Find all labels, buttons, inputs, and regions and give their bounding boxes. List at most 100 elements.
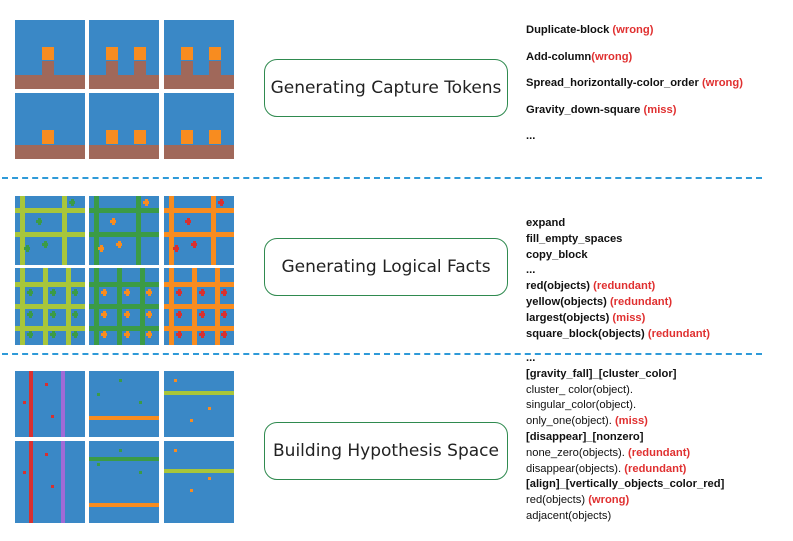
scatter-dot xyxy=(45,453,48,456)
motif xyxy=(103,311,106,318)
list-item-text: red(objects) xyxy=(526,280,594,293)
horizontal-bar xyxy=(164,469,234,473)
list-item: cluster_ color(object). xyxy=(526,383,724,399)
ground-strip xyxy=(164,75,234,89)
list-item-tag: (wrong) xyxy=(612,24,654,36)
scatter-dot xyxy=(208,407,211,410)
ground-strip xyxy=(164,145,234,159)
motif xyxy=(103,289,106,296)
horizontal-bar xyxy=(89,503,159,507)
motif xyxy=(52,331,55,338)
grid-line xyxy=(211,196,216,265)
motif xyxy=(52,311,55,318)
scatter-dot xyxy=(23,471,26,474)
list-item: Duplicate-block (wrong) xyxy=(526,23,743,50)
horizontal-bar xyxy=(164,391,234,395)
orange-block xyxy=(181,130,193,144)
purple-column xyxy=(61,371,65,437)
list-item-text: Duplicate-block xyxy=(526,24,613,36)
ground-strip xyxy=(15,145,85,159)
example-grid xyxy=(89,196,159,265)
scatter-dot xyxy=(119,449,122,452)
pillar xyxy=(134,61,146,75)
grid-line xyxy=(62,196,67,265)
motif xyxy=(178,331,181,338)
motif xyxy=(148,289,151,296)
example-grid xyxy=(164,441,234,523)
list-item: adjacent(objects) xyxy=(526,509,724,525)
list-item: largest(objects) (miss) xyxy=(526,311,710,327)
grid-line xyxy=(89,208,159,213)
motif xyxy=(26,245,29,252)
scatter-dot xyxy=(208,477,211,480)
motif xyxy=(126,289,129,296)
list-item: [align]_[vertically_objects_color_red] xyxy=(526,477,724,493)
scatter-dot xyxy=(139,471,142,474)
scatter-dot xyxy=(174,449,177,452)
list-item: ... xyxy=(526,129,743,156)
list-item: Gravity_down-square (miss) xyxy=(526,103,743,130)
motif xyxy=(29,289,32,296)
list-item-tag: (redundant) xyxy=(593,280,656,293)
stage-label: Generating Logical Facts xyxy=(281,257,491,277)
motif xyxy=(52,289,55,296)
list-item: disappear(objects). (redundant) xyxy=(526,462,724,478)
list-item-text: red(objects) xyxy=(526,494,589,507)
list-item: singular_color(object). xyxy=(526,398,724,414)
capture-token-list: Duplicate-block (wrong)Add-column(wrong)… xyxy=(526,23,743,156)
orange-block xyxy=(106,47,118,60)
list-item-text: expand xyxy=(526,217,566,229)
motif xyxy=(100,245,103,252)
section-divider xyxy=(2,177,762,179)
list-item: fill_empty_spaces xyxy=(526,232,710,248)
list-item-text: singular_color(object). xyxy=(526,399,637,412)
horizontal-bar xyxy=(89,457,159,461)
list-item-text: disappear(objects). xyxy=(526,462,625,475)
list-item-text: largest(objects) xyxy=(526,311,613,324)
example-grid xyxy=(89,441,159,523)
motif xyxy=(126,311,129,318)
list-item: square_block(objects) (redundant) xyxy=(526,327,710,343)
scatter-dot xyxy=(174,379,177,382)
list-item: Add-column(wrong) xyxy=(526,50,743,77)
stage-label: Building Hypothesis Space xyxy=(273,441,499,461)
grid-line xyxy=(89,326,159,331)
motif xyxy=(223,331,226,338)
list-item: red(objects) (redundant) xyxy=(526,279,710,295)
motif xyxy=(193,241,196,248)
scatter-dot xyxy=(23,401,26,404)
scatter-dot xyxy=(45,383,48,386)
orange-block xyxy=(209,130,221,144)
list-item-tag: (redundant) xyxy=(628,446,691,459)
list-item-text: ... xyxy=(526,264,536,277)
stage-capture-tokens: Generating Capture Tokens xyxy=(264,59,508,117)
list-item: red(objects) (wrong) xyxy=(526,493,724,509)
list-item-text: [gravity_fall]_[cluster_color] xyxy=(526,367,677,380)
orange-block xyxy=(134,47,146,60)
list-item: yellow(objects) (redundant) xyxy=(526,295,710,311)
list-item-tag: (miss) xyxy=(643,103,677,116)
grid-line xyxy=(136,196,141,265)
grid-line xyxy=(15,282,85,287)
list-item-text: only_one(object). xyxy=(526,415,615,428)
scatter-dot xyxy=(51,485,54,488)
motif xyxy=(148,331,151,338)
grid-line xyxy=(164,304,234,309)
motif xyxy=(71,199,74,206)
scatter-dot xyxy=(51,415,54,418)
pillar xyxy=(106,61,118,75)
list-item-text: yellow(objects) xyxy=(526,295,610,308)
stage-label: Generating Capture Tokens xyxy=(270,78,502,98)
list-item-tag: (wrong) xyxy=(591,50,633,63)
list-item: [gravity_fall]_[cluster_color] xyxy=(526,367,724,383)
scatter-dot xyxy=(119,379,122,382)
grid-line xyxy=(15,208,85,213)
stage-hypothesis-space: Building Hypothesis Space xyxy=(264,422,508,480)
list-item-tag: (redundant) xyxy=(609,295,673,308)
motif xyxy=(145,199,148,206)
motif xyxy=(148,311,151,318)
example-grid xyxy=(15,371,85,437)
list-item: expand xyxy=(526,216,710,232)
